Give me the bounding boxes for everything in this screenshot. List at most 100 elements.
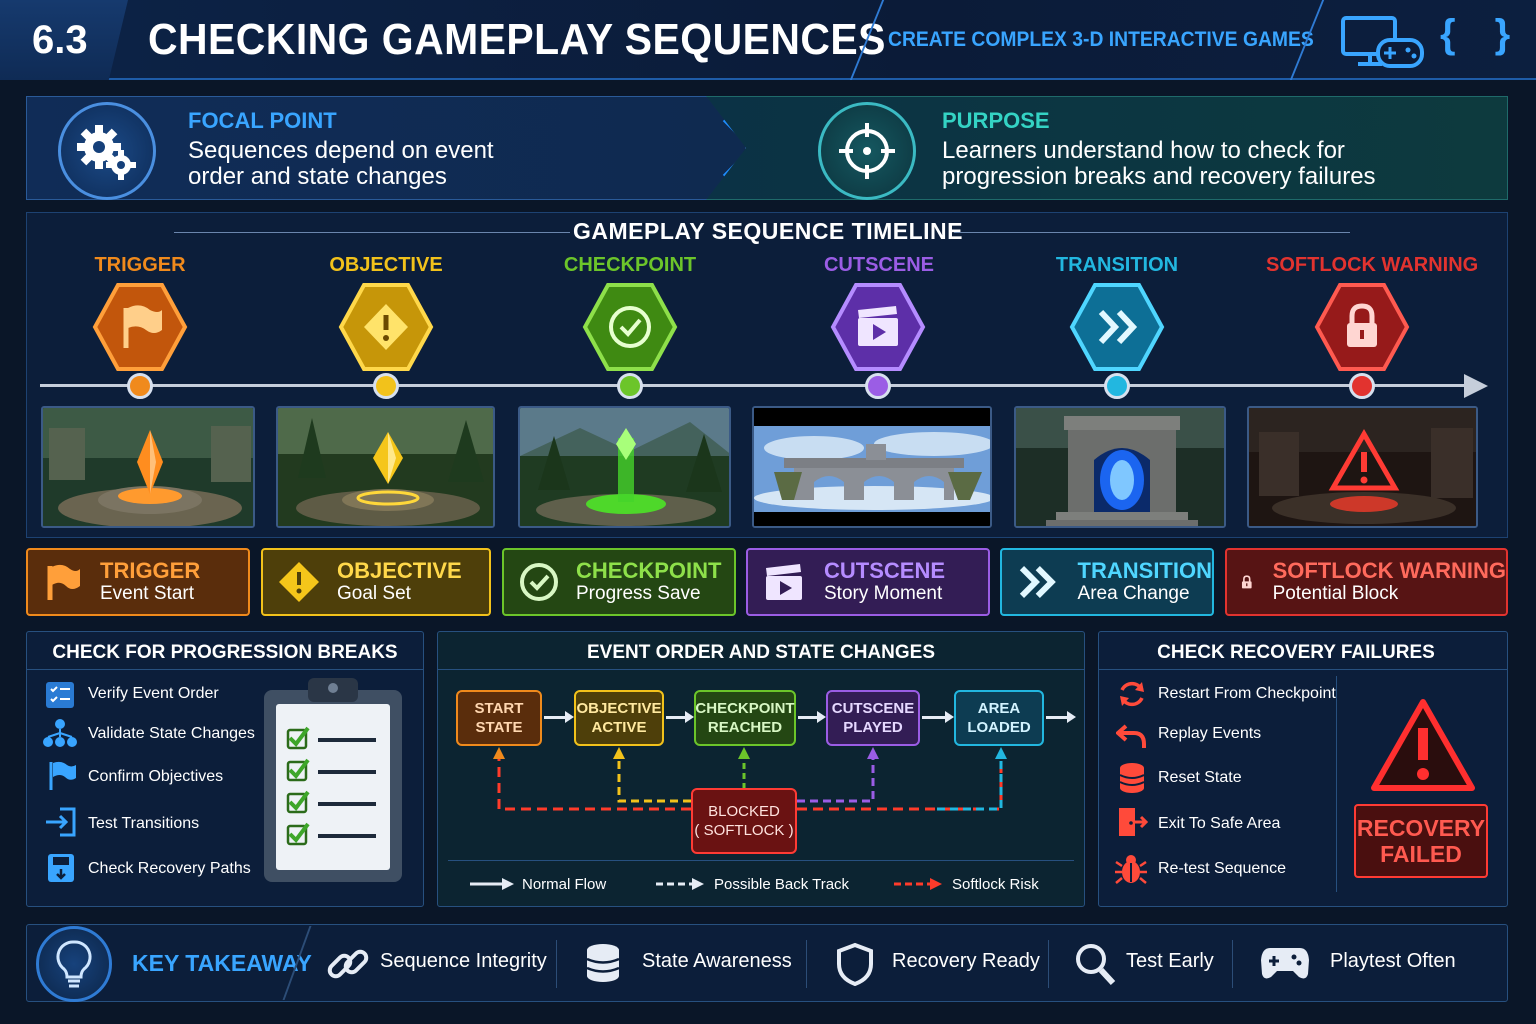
- stage-card-subtitle: Progress Save: [576, 583, 701, 604]
- takeaway-divider: [1232, 940, 1233, 988]
- recovery-item: Restart From Checkpoint: [1158, 685, 1336, 702]
- save-disk-icon: [46, 852, 76, 889]
- recovery-item: Re-test Sequence: [1158, 860, 1287, 877]
- title-rule: [954, 232, 1350, 233]
- restart-arrows-icon: [1116, 678, 1148, 715]
- takeaway-item: Test Early: [1126, 950, 1214, 972]
- magnifier-icon: [1074, 942, 1116, 991]
- timeline-axis: [40, 384, 1470, 387]
- panel-divider: [437, 669, 1085, 670]
- database-icon: [1118, 762, 1146, 799]
- takeaway-divider: [806, 940, 807, 988]
- recovery-failures-title: CHECK RECOVERY FAILURES: [1157, 642, 1435, 663]
- progression-item: Confirm Objectives: [88, 768, 224, 785]
- checklist-icon: [44, 680, 76, 715]
- header-bar: [0, 0, 1536, 80]
- panel-divider: [1098, 669, 1508, 670]
- hierarchy-icon: [42, 718, 78, 753]
- legend-softlock-risk: Softlock Risk: [952, 876, 1039, 893]
- focal-point-label: FOCAL POINT: [188, 108, 337, 133]
- timeline-dot-trigger: [127, 373, 153, 399]
- crosshair-icon: [818, 102, 916, 200]
- legend-normal-flow: Normal Flow: [522, 876, 607, 893]
- timeline-title: GAMEPLAY SEQUENCE TIMELINE: [572, 218, 963, 244]
- page-title: CHECKING GAMEPLAY SEQUENCES: [148, 15, 886, 64]
- shield-icon: [836, 942, 874, 991]
- bug-icon: [1114, 852, 1148, 891]
- flag-icon: [92, 282, 188, 372]
- timeline-arrowhead: [1464, 374, 1488, 398]
- timeline-dot-cutscene: [865, 373, 891, 399]
- panel-divider: [448, 860, 1074, 861]
- progression-item: Check Recovery Paths: [88, 860, 251, 877]
- warning-triangle-icon: [1368, 696, 1478, 799]
- stage-label-cutscene: CUTSCENE: [823, 254, 934, 276]
- flow-box-cutscene-played: CUTSCENE PLAYED: [826, 690, 920, 746]
- progression-item: Validate State Changes: [88, 725, 255, 742]
- blocked-softlock-box: BLOCKED ( SOFTLOCK ): [691, 788, 797, 854]
- flow-arrow: [1046, 711, 1076, 723]
- stage-card-title: CHECKPOINT: [576, 558, 722, 583]
- stage-label-softlock: SOFTLOCK WARNING: [1266, 254, 1479, 276]
- softlock-scene-image: [1247, 406, 1478, 528]
- monitor-gamepad-icon: [1340, 14, 1426, 75]
- recovery-item: Replay Events: [1158, 725, 1262, 742]
- takeaway-item: State Awareness: [642, 950, 792, 972]
- stage-card-subtitle: Potential Block: [1272, 583, 1399, 604]
- title-rule: [174, 232, 570, 233]
- flow-box-checkpoint-reached: CHECKPOINT REACHED: [694, 690, 796, 746]
- alert-diamond-icon: [279, 562, 319, 602]
- code-braces-icon: { }: [1440, 12, 1525, 56]
- event-order-title: EVENT ORDER AND STATE CHANGES: [586, 642, 935, 663]
- lock-icon: [1314, 282, 1410, 372]
- stage-label-trigger: TRIGGER: [94, 254, 186, 276]
- double-chevron-icon: [1019, 566, 1056, 598]
- gamepad-icon: [1260, 944, 1310, 987]
- chain-link-icon: [326, 942, 370, 991]
- lightbulb-icon: [36, 926, 112, 1002]
- normal-flow-legend-icon: [470, 877, 514, 896]
- progression-item: Test Transitions: [88, 815, 200, 832]
- stage-card-title: OBJECTIVE: [337, 558, 462, 583]
- takeaway-item: Recovery Ready: [892, 950, 1040, 972]
- trigger-scene-image: [41, 406, 255, 528]
- stage-card-subtitle: Event Start: [100, 583, 194, 604]
- progression-item: Verify Event Order: [88, 685, 219, 702]
- alert-diamond-icon: [338, 282, 434, 372]
- login-arrow-icon: [44, 806, 78, 843]
- cutscene-scene-image: [752, 406, 992, 528]
- clipboard-icon: [262, 676, 404, 889]
- takeaway-item: Sequence Integrity: [380, 950, 547, 972]
- timeline-dot-objective: [373, 373, 399, 399]
- database-icon: [584, 942, 622, 989]
- flow-box-area-loaded: AREA LOADED: [954, 690, 1044, 746]
- stage-card-subtitle: Story Moment: [824, 583, 943, 604]
- purpose-text: Learners understand how to check for pro…: [942, 137, 1376, 190]
- flow-box-start-state: START STATE: [456, 690, 542, 746]
- flow-arrow: [544, 711, 574, 723]
- stage-card-title: SOFTLOCK WARNING: [1272, 558, 1506, 583]
- timeline-dot-softlock: [1349, 373, 1375, 399]
- check-circle-icon: [582, 282, 678, 372]
- clapperboard-icon: [830, 282, 926, 372]
- panel-divider: [1336, 676, 1337, 892]
- flag-icon: [46, 760, 78, 797]
- key-takeaway-bar: [26, 924, 1508, 1002]
- flow-box-objective-active: OBJECTIVE ACTIVE: [574, 690, 664, 746]
- purpose-label: PURPOSE: [942, 108, 1050, 133]
- backtrack-connectors: [437, 745, 1085, 830]
- recovery-failed-badge: RECOVERY FAILED: [1354, 804, 1488, 878]
- flow-arrow: [922, 711, 954, 723]
- stage-card-title: TRIGGER: [100, 558, 201, 583]
- course-label: CREATE COMPLEX 3-D INTERACTIVE GAMES: [888, 28, 1314, 51]
- takeaway-divider: [556, 940, 557, 988]
- flag-icon: [47, 564, 80, 600]
- checkpoint-scene-image: [518, 406, 731, 528]
- focal-point-text: Sequences depend on event order and stat…: [188, 137, 494, 190]
- flow-arrow: [798, 711, 826, 723]
- check-circle-icon: [520, 563, 558, 601]
